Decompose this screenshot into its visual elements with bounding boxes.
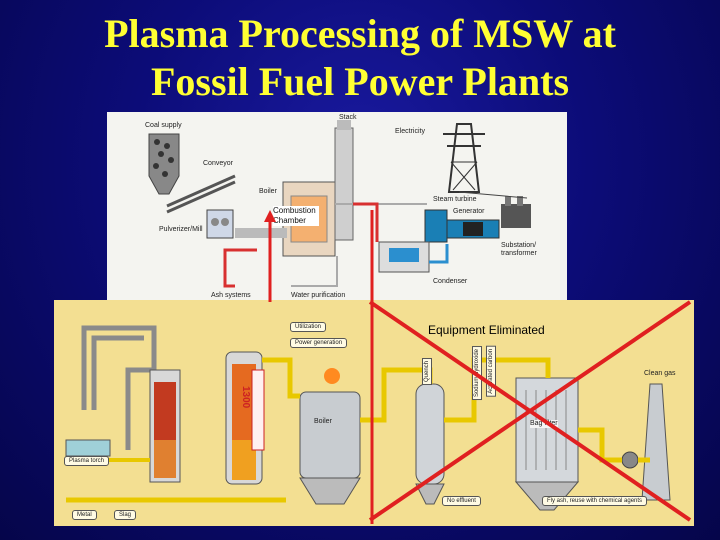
slide-title: Plasma Processing of MSW at Fossil Fuel … (0, 10, 720, 106)
label-metal: Metal (72, 510, 97, 520)
power-plant-drawing (148, 120, 531, 288)
label-condenser: Condenser (433, 278, 468, 285)
label-water-purification: Water purification (291, 292, 346, 299)
power-plant-diagram: Coal supply Stack Electricity Conveyor B… (107, 112, 567, 302)
label-generator: Generator (453, 208, 485, 215)
label-power-generation: Power generation (290, 338, 348, 348)
equipment-eliminated-label: Equipment Eliminated (428, 323, 545, 337)
label-thermometer: 1300 (240, 386, 251, 409)
plasma-process-drawing (65, 325, 671, 511)
title-line-2: Fossil Fuel Power Plants (150, 59, 570, 104)
label-fly-ash: Fly ash, reuse with chemical agents (542, 496, 648, 506)
label-slag: Slag (114, 510, 137, 520)
label-pulverizer: Pulverizer/Mill (159, 226, 203, 233)
label-stack: Stack (339, 114, 357, 121)
label-conveyor: Conveyor (203, 160, 233, 167)
label-steam-turbine: Steam turbine (433, 196, 477, 203)
label-boiler: Boiler (259, 188, 277, 195)
label-clean-gas: Clean gas (644, 370, 676, 377)
label-plasma-torch: Plasma torch (64, 456, 110, 466)
plasma-process-diagram: Plasma torch Metal Slag Utilization Powe… (54, 300, 694, 526)
combustion-chamber-label: Combustion Chamber (273, 206, 319, 226)
label-substation: Substation/ transformer (501, 242, 537, 257)
label-utilization: Utilization (290, 322, 327, 332)
label-ash-systems: Ash systems (211, 292, 251, 299)
label-bag-filter: Bag filter (530, 420, 558, 428)
arrow-head (264, 210, 276, 222)
label-coal-supply: Coal supply (145, 122, 182, 129)
label-no-effluent: No effluent (442, 496, 481, 506)
cross-line-2 (368, 300, 692, 522)
label-electricity: Electricity (395, 128, 425, 135)
label-boiler-vessel: Boiler (314, 418, 332, 425)
title-line-1: Plasma Processing of MSW at (104, 11, 616, 56)
